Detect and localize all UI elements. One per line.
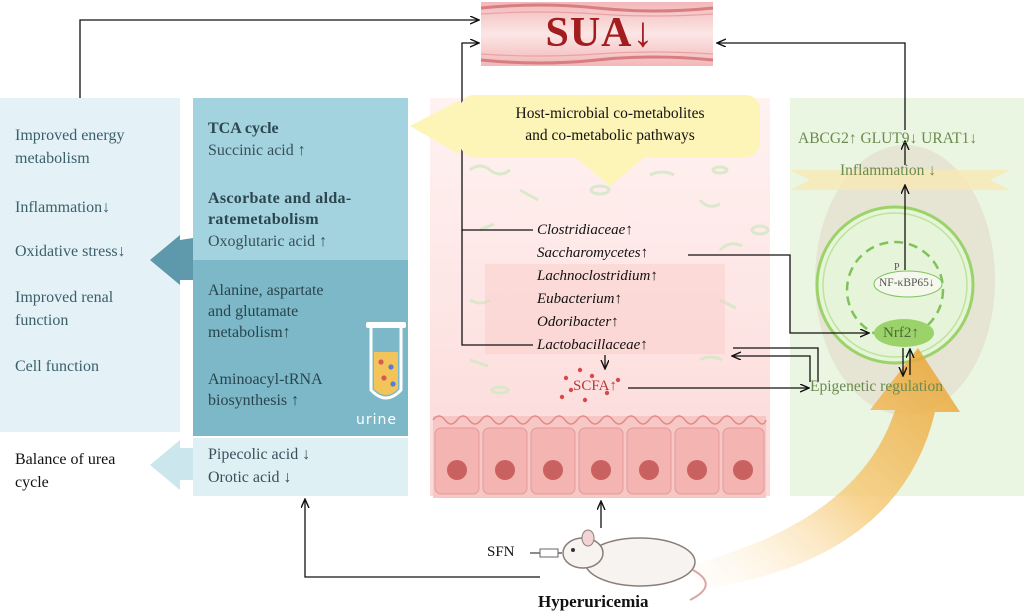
bacteria-saccharomycetes: Saccharomycetes↑	[537, 245, 649, 261]
alanine-line-1: Alanine, aspartate	[208, 282, 324, 299]
ascorbate-title-line-2: ratemetabolism	[208, 211, 319, 228]
microbe-decoration	[469, 164, 770, 395]
mouse-illustration	[530, 529, 707, 601]
sfn-label: SFN	[487, 544, 515, 560]
callout-box	[460, 95, 760, 157]
callout-line-2: and co-metabolic pathways	[525, 127, 695, 144]
bacteria-odoribacter: Odoribacter↑	[537, 314, 619, 330]
outcome-energy-metabolism: Improved energy metabolism	[15, 124, 124, 170]
epigenetic-label: Epigenetic regulation	[810, 378, 943, 395]
tca-cycle-title: TCA cycle	[208, 120, 279, 137]
aminoacyl-trna: Aminoacyl-tRNA biosynthesis ↑	[208, 369, 323, 411]
outcome-urea-line-1: Balance of urea	[15, 451, 116, 468]
outcome-cell-function: Cell function	[15, 358, 99, 375]
outcome-inflammation: Inflammation↓	[15, 199, 111, 216]
sua-title: SUA↓	[545, 10, 655, 56]
gut-epithelium	[432, 415, 767, 498]
inflammation-banner	[790, 170, 1010, 190]
callout-pointer-left	[410, 100, 460, 155]
urine-tube-icon	[366, 322, 406, 400]
metabolite-panel-top	[193, 98, 408, 260]
metabolite-panel-bottom	[193, 438, 408, 496]
outcome-renal-function: Improved renal function	[15, 286, 113, 332]
outcome-renal-line-1: Improved renal	[15, 289, 114, 306]
outcome-urea-cycle: Balance of urea cycle	[15, 448, 115, 494]
right-inflammation-label: Inflammation ↓	[840, 162, 936, 179]
phospho-label: P	[894, 262, 900, 273]
outcome-energy-line-2: metabolism	[15, 150, 90, 167]
hyperuricemia-label: Hyperuricemia	[538, 592, 649, 611]
pipecolic-acid: Pipecolic acid ↓	[208, 446, 311, 463]
urine-label: urine	[356, 412, 398, 428]
callout-line-1: Host-microbial co-metabolites	[515, 105, 705, 122]
arrow-to-urea	[150, 440, 193, 490]
callout-text: Host-microbial co-metabolites and co-met…	[460, 103, 760, 147]
outcome-urea-line-2: cycle	[15, 474, 49, 491]
outcome-renal-line-2: function	[15, 312, 69, 329]
scfa-dots	[559, 367, 621, 403]
outcomes-panel	[0, 98, 180, 432]
nfkb-label: NF-κBP65↓	[879, 277, 935, 289]
nrf2-label: Nrf2↑	[883, 325, 919, 341]
bacteria-eubacterium: Eubacterium↑	[537, 291, 622, 307]
orotic-acid: Orotic acid ↓	[208, 469, 292, 486]
alanine-line-2: and glutamate	[208, 303, 299, 320]
aminoacyl-line-2: biosynthesis ↑	[208, 392, 300, 409]
oxoglutaric-acid: Oxoglutaric acid ↑	[208, 233, 328, 250]
arrow-to-outcomes	[150, 235, 193, 285]
outcome-energy-line-1: Improved energy	[15, 127, 125, 144]
nfkb-oval	[873, 270, 943, 298]
bacteria-clostridiaceae: Clostridiaceae↑	[537, 222, 633, 238]
alanine-metabolism: Alanine, aspartate and glutamate metabol…	[208, 280, 324, 343]
callout-pointer-down	[575, 157, 645, 186]
transporters-label: ABCG2↑ GLUT9↓ URAT1↓	[798, 130, 978, 147]
bacteria-lachnoclostridium: Lachnoclostridium↑	[537, 268, 658, 284]
ascorbate-title: Ascorbate and alda- ratemetabolism	[208, 188, 351, 230]
alanine-line-3: metabolism↑	[208, 324, 291, 341]
ascorbate-title-line-1: Ascorbate and alda-	[208, 190, 352, 207]
nrf2-oval	[874, 319, 934, 347]
blood-vessel-banner	[480, 2, 714, 66]
sfn-curved-arrow	[690, 348, 960, 590]
bacteria-lactobacillaceae: Lactobacillaceae↑	[537, 337, 648, 353]
aminoacyl-line-1: Aminoacyl-tRNA	[208, 371, 323, 388]
outcome-oxidative-stress: Oxidative stress↓	[15, 243, 126, 260]
succinic-acid: Succinic acid ↑	[208, 142, 306, 159]
scfa-label: SCFA↑	[573, 378, 617, 394]
